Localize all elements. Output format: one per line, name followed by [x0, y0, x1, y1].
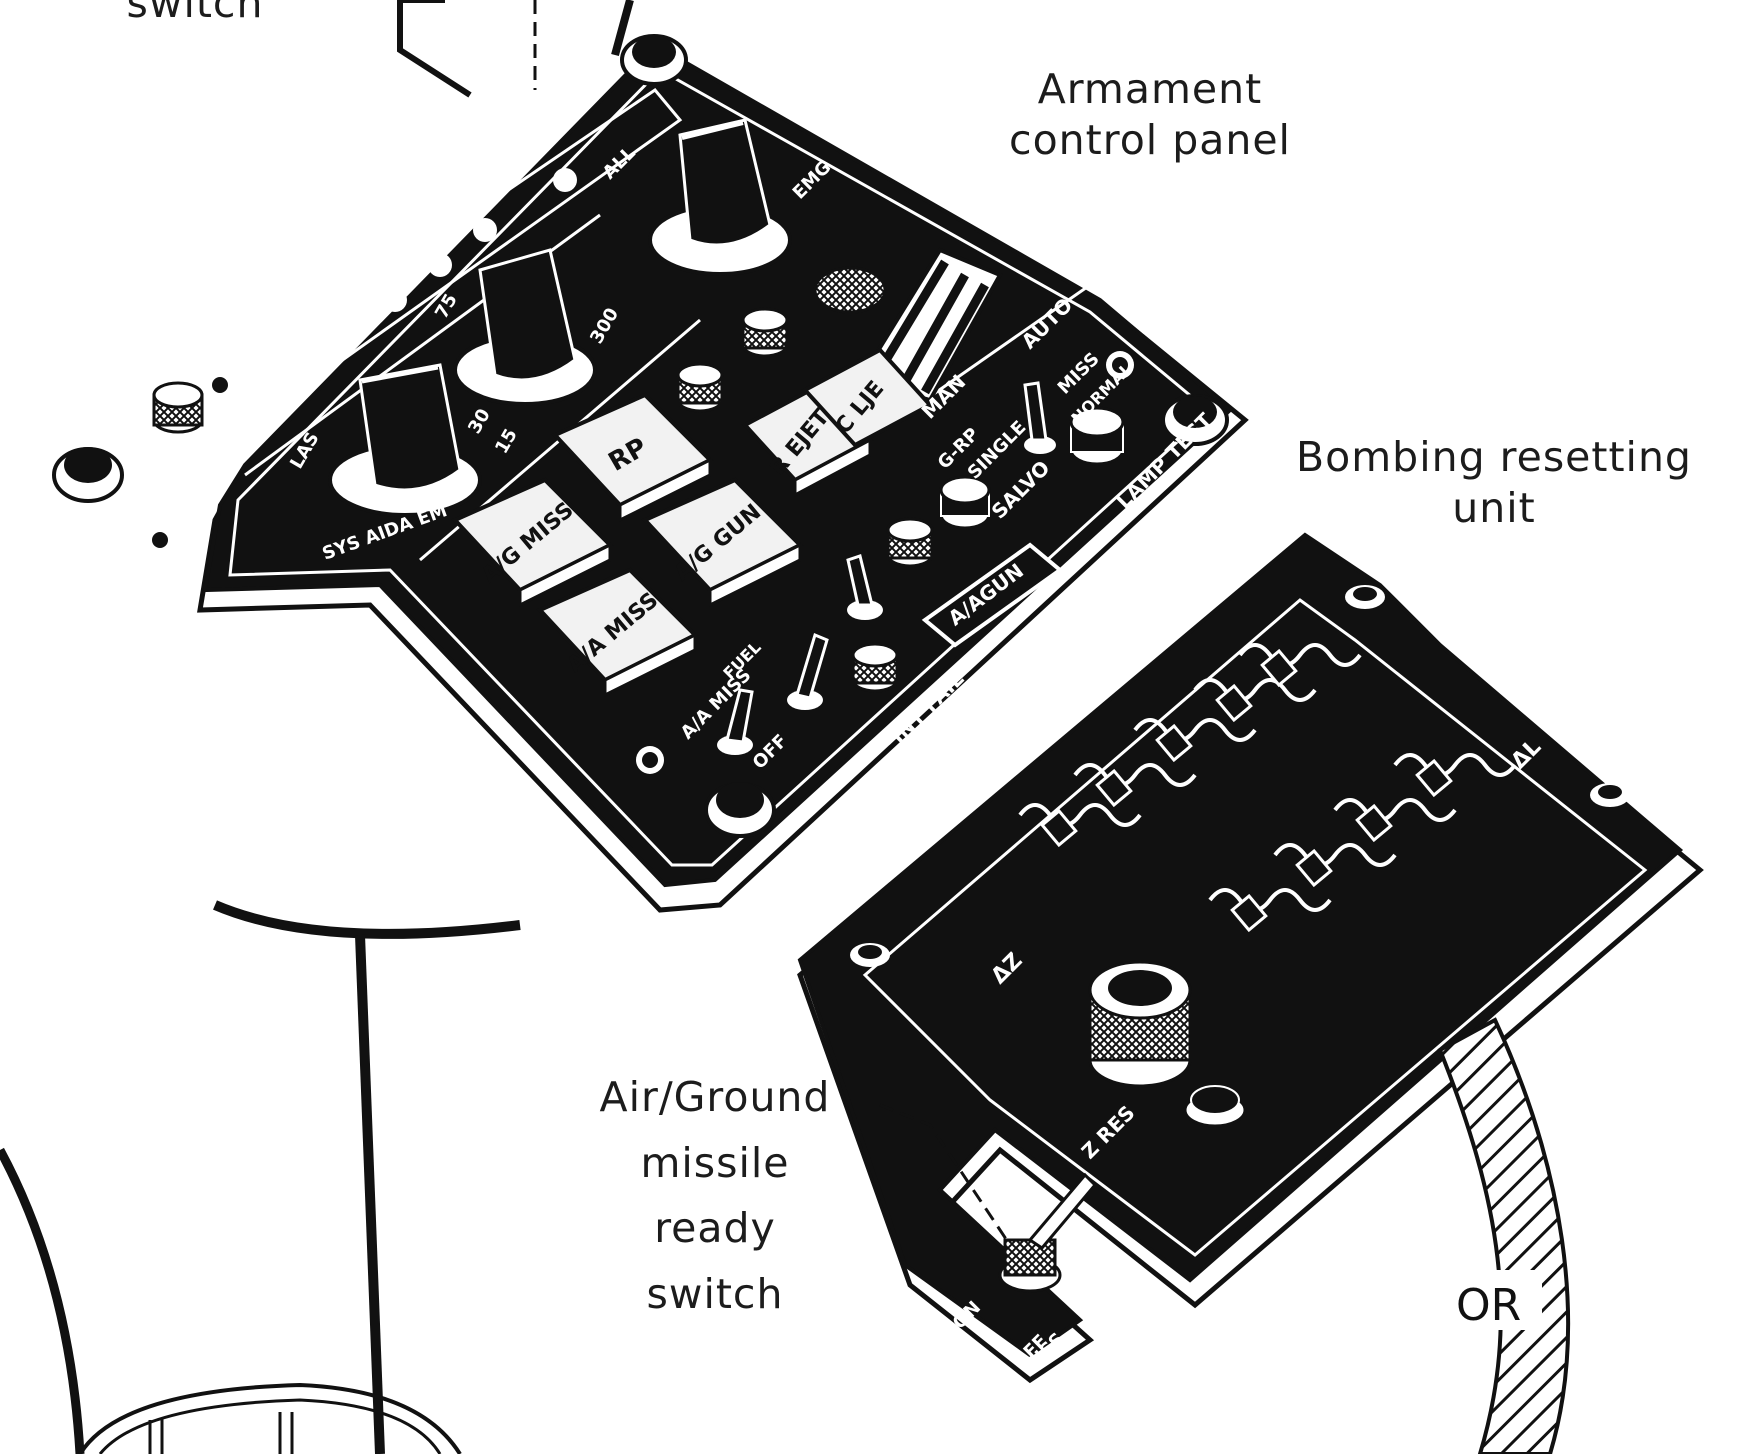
or-label-box — [1450, 1270, 1542, 1330]
thumbwheel-windows — [1040, 648, 1453, 933]
armament-label-line2: control panel — [1009, 116, 1291, 165]
bombing-unit-inner-border — [862, 598, 1648, 1257]
missile-label-line3: ready — [654, 1204, 776, 1253]
switch-leader-bracket — [397, 0, 472, 98]
z-reset-knob[interactable] — [1088, 960, 1192, 1088]
round-button-small[interactable] — [939, 475, 991, 530]
lamp-test-button[interactable] — [1069, 406, 1125, 466]
z-reset-button[interactable] — [1183, 1085, 1247, 1128]
or-fragment-label: OR — [1456, 1280, 1521, 1331]
t-bracket-stem — [355, 934, 385, 1454]
switch-callout-fragment: switch — [126, 0, 264, 27]
bombing-resetting-unit-label: Bombing resetting unit — [1270, 432, 1718, 535]
mounting-screws — [52, 34, 1229, 838]
rotary-knob-left — [328, 363, 482, 517]
armament-panel-inner-border — [228, 68, 1213, 867]
t-bracket-arc — [213, 900, 521, 939]
bombing-label-line2: unit — [1452, 484, 1536, 533]
toggle-salvo-single[interactable] — [1023, 381, 1056, 454]
hatched-cable — [1437, 1017, 1571, 1454]
button-c-lje[interactable]: C LJE — [801, 347, 934, 448]
ag-missile-ready-toggle[interactable] — [998, 1172, 1098, 1293]
button-aa-miss[interactable]: A/A MISS — [536, 567, 699, 698]
toggle-fuel[interactable] — [787, 632, 829, 710]
bombing-unit-face — [797, 532, 1684, 1358]
rotary-knob-middle — [453, 248, 597, 406]
push-buttons: RP A/G MISS A/G GUN A/A MISS R EJET — [451, 347, 934, 698]
button-ag-miss[interactable]: A/G MISS — [451, 477, 614, 608]
bottom-left-frame — [78, 1382, 462, 1454]
knurled-knobs — [152, 307, 934, 693]
button-rp[interactable]: RP — [551, 392, 714, 523]
left-cable-curve — [0, 1147, 85, 1454]
armament-label-line1: Armament — [1037, 65, 1263, 113]
switch-leader-hook — [611, 0, 634, 57]
button-ag-gun[interactable]: A/G GUN — [641, 477, 804, 608]
missile-label-line2: missile — [640, 1138, 790, 1187]
missile-label-line4: switch — [646, 1269, 784, 1318]
air-ground-missile-ready-switch-label: Air/Ground missile ready switch — [540, 1065, 890, 1327]
rotary-knob-right — [648, 118, 792, 276]
toggle-int-fail[interactable] — [846, 554, 883, 620]
armament-control-panel: RP A/G MISS A/G GUN A/A MISS R EJET — [52, 34, 1249, 913]
bombing-label-line1: Bombing resetting — [1296, 433, 1692, 481]
thumbwheel-digits — [1018, 643, 1517, 912]
armament-control-panel-label: Armament control panel — [950, 64, 1350, 167]
armament-panel-face — [202, 42, 1234, 888]
bombing-resetting-unit: ΔZ ΔL Z RES ON OFF AG MISS — [797, 532, 1704, 1404]
missile-label-line1: Air/Ground — [599, 1073, 831, 1121]
missile-switch-leader — [879, 1103, 1012, 1246]
com-legend: COM — [119, 426, 167, 474]
toggle-switches — [717, 381, 1125, 755]
toggle-aa-miss[interactable] — [717, 688, 754, 755]
